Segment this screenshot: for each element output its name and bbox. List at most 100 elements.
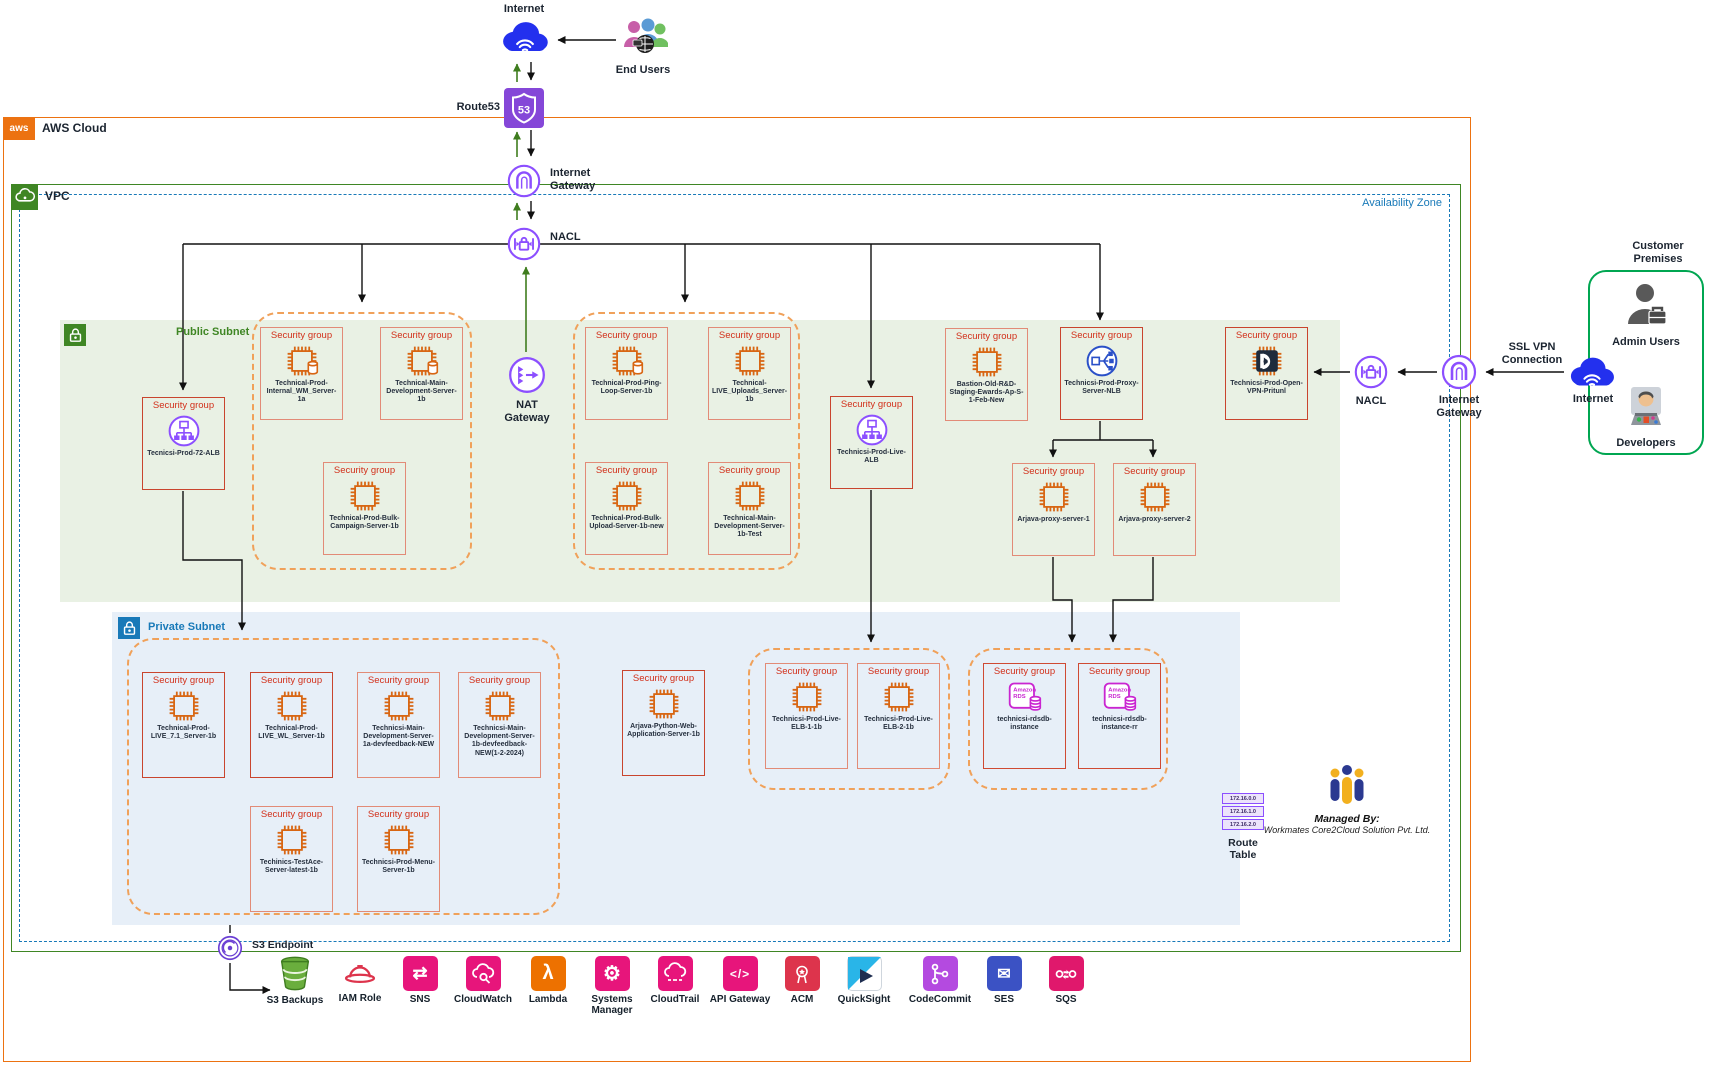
- internet-cloud-icon: [497, 16, 553, 58]
- security-group-title: Security group: [595, 465, 658, 476]
- service-quicksight: QuickSight: [826, 956, 902, 1005]
- security-group-title: Security group: [152, 675, 215, 686]
- api-gateway-icon: </>: [722, 956, 758, 991]
- node-label: Technicsi-Prod-Live-ALB: [837, 448, 906, 464]
- managed-by-company: Workmates Core2Cloud Solution Pvt. Ltd.: [1263, 825, 1431, 835]
- nacl-right-icon: [1352, 353, 1390, 391]
- security-group-title: Security group: [367, 675, 430, 686]
- public-cluster-1: [252, 312, 472, 570]
- service-label: CodeCommit: [908, 994, 972, 1005]
- service-label: Systems Manager: [591, 994, 633, 1016]
- ec2-icon: [969, 344, 1005, 380]
- codecommit-icon: [922, 956, 958, 991]
- security-group-title: Security group: [390, 330, 453, 341]
- public-subnet-icon: [64, 324, 86, 346]
- availability-zone-container: [19, 194, 1450, 942]
- service-cloudtrail: CloudTrail: [637, 956, 713, 1005]
- sqs-icon: [1048, 956, 1084, 991]
- s3-endpoint-label: S3 Endpoint: [252, 939, 314, 951]
- end-users-icon: [618, 16, 668, 62]
- service-codecommit: CodeCommit: [902, 956, 978, 1005]
- security-group-title: Security group: [955, 331, 1018, 342]
- service-label: API Gateway: [709, 994, 771, 1005]
- nacl-label: NACL: [550, 231, 581, 243]
- service-acm: ACM: [764, 956, 840, 1005]
- route-table-label: Route Table: [1228, 837, 1258, 862]
- service-label: QuickSight: [837, 994, 891, 1005]
- acm-icon: [784, 956, 820, 991]
- node-label: Technical-Main-Development-Server-1b: [386, 379, 457, 404]
- quicksight-icon: [846, 956, 882, 991]
- node-label: Bastion-Old-R&D-Staging-Ewards-Ap-S-1-Fe…: [949, 380, 1024, 405]
- rds-icon: [1007, 679, 1043, 715]
- service-label: IAM Role: [338, 993, 382, 1004]
- service-label: SNS: [409, 994, 431, 1005]
- public-subnet-label: Public Subnet: [176, 326, 250, 338]
- internet-right-cloud-icon: [1565, 352, 1619, 392]
- service-api-gateway: </> API Gateway: [702, 956, 778, 1005]
- ses-icon: ✉: [986, 956, 1022, 991]
- node-label: Technicsi-Prod-Live-ELB-1-1b: [772, 715, 841, 731]
- security-group-title: Security group: [260, 675, 323, 686]
- ssl-vpn-label: SSL VPN Connection: [1501, 341, 1563, 366]
- developers-label: Developers: [1616, 437, 1676, 449]
- ec2-db-icon: [609, 343, 645, 379]
- vpc-container: [11, 184, 1461, 952]
- nat-gateway-icon: [506, 354, 548, 396]
- ec2-icon: [609, 478, 645, 514]
- sg-rdsdb-instance-rr: Security group technicsi-rdsdb-instance-r…: [1078, 663, 1161, 769]
- ec2-icon: [881, 679, 917, 715]
- managed-by-title: Managed By:: [1314, 813, 1380, 825]
- node-label: Technical-Prod-Bulk-Campaign-Server-1b: [329, 514, 400, 530]
- security-group-title: Security group: [1088, 666, 1151, 677]
- iam-role-icon: [342, 954, 378, 990]
- service-sqs: SQS: [1028, 956, 1104, 1005]
- vpc-label: VPC: [45, 189, 70, 203]
- admin-users-label: Admin Users: [1612, 336, 1680, 348]
- security-group-title: Security group: [1235, 330, 1298, 341]
- private-subnet-icon: [118, 617, 140, 639]
- security-group-title: Security group: [1022, 466, 1085, 477]
- private-cluster-rds: [968, 648, 1168, 790]
- customer-premises-label: Customer Premises: [1632, 240, 1684, 265]
- ec2-icon: [482, 688, 518, 724]
- service-cloudwatch: CloudWatch: [445, 956, 521, 1005]
- service-sns: ⇄ SNS: [382, 956, 458, 1005]
- node-label: Technical-Prod-LIVE_WL_Server-1b: [258, 724, 325, 740]
- service-label: CloudTrail: [650, 994, 700, 1005]
- security-group-title: Security group: [367, 809, 430, 820]
- route-table: 172.16.0.0 172.16.1.0 172.16.2.0: [1222, 793, 1264, 832]
- security-group-title: Security group: [468, 675, 531, 686]
- route53-label: Route53: [456, 101, 500, 113]
- nacl-icon: [505, 225, 543, 263]
- node-label: Technical-Prod-Ping-Loop-Server-1b: [591, 379, 662, 395]
- internet-gateway-right-icon: [1439, 352, 1479, 392]
- ec2-icon: [789, 679, 825, 715]
- node-label: technicsi-rdsdb-instance-rr: [1092, 715, 1147, 731]
- security-group-title: Security group: [718, 330, 781, 341]
- ec2-icon: [347, 478, 383, 514]
- node-label: Technical-Prod-Bulk-Upload-Server-1b-new: [589, 514, 664, 530]
- sns-icon: ⇄: [402, 956, 438, 991]
- service-systems-manager: ⚙Systems Manager: [574, 956, 650, 1016]
- internet-gateway-icon: [505, 162, 543, 200]
- security-group-title: Security group: [595, 330, 658, 341]
- rds-icon: [1102, 679, 1138, 715]
- s3-bucket-icon: [276, 954, 314, 992]
- security-group-title: Security group: [1070, 330, 1133, 341]
- nat-gateway-label: NAT Gateway: [504, 399, 550, 424]
- node-label: Technicsi-Prod-Menu-Server-1b: [362, 858, 435, 874]
- security-group-title: Security group: [260, 809, 323, 820]
- workmates-logo: [1330, 765, 1364, 804]
